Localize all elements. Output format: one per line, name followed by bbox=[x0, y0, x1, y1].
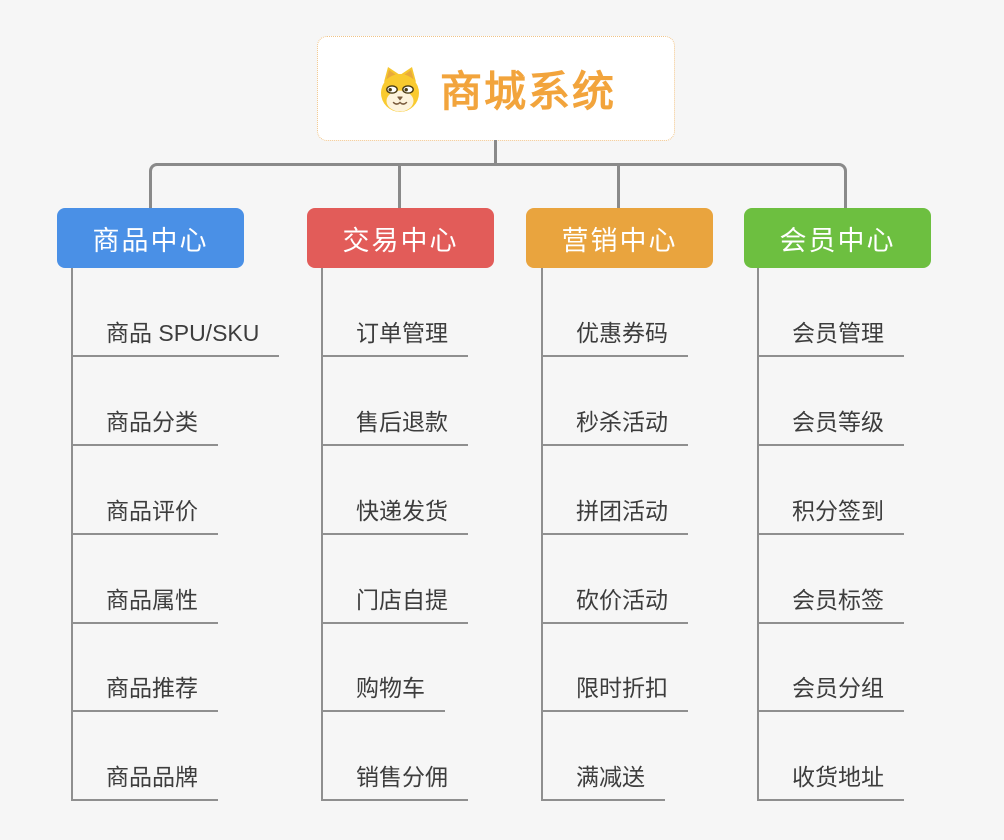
connector-root-stub bbox=[494, 140, 497, 166]
leaf-node[interactable]: 限时折扣 bbox=[543, 674, 688, 712]
branch-node-product-center[interactable]: 商品中心 bbox=[57, 208, 244, 268]
dog-icon bbox=[380, 66, 419, 112]
leaf-node[interactable]: 满减送 bbox=[543, 763, 665, 801]
leaf-node[interactable]: 商品评价 bbox=[73, 497, 218, 535]
leaf-node[interactable]: 商品分类 bbox=[73, 408, 218, 446]
leaf-node[interactable]: 会员等级 bbox=[759, 408, 904, 446]
leaf-node[interactable]: 门店自提 bbox=[323, 586, 468, 624]
leaf-node[interactable]: 砍价活动 bbox=[543, 586, 688, 624]
branch-node-trade-center[interactable]: 交易中心 bbox=[307, 208, 494, 268]
leaf-node[interactable]: 订单管理 bbox=[323, 319, 468, 357]
branch-node-label: 交易中心 bbox=[342, 225, 459, 256]
leaf-node[interactable]: 商品 SPU/SKU bbox=[73, 319, 280, 357]
branch-node-label: 营销中心 bbox=[561, 225, 678, 256]
branch-node-member-center[interactable]: 会员中心 bbox=[744, 208, 931, 268]
branch-column-marketing: 优惠券码 秒杀活动 拼团活动 砍价活动 限时折扣 满减送 bbox=[541, 268, 801, 801]
root-node-mall-system[interactable]: 商城系统 bbox=[317, 36, 675, 141]
branch-column-member: 会员管理 会员等级 积分签到 会员标签 会员分组 收货地址 bbox=[757, 268, 1004, 801]
leaf-node[interactable]: 会员分组 bbox=[759, 674, 904, 712]
root-node-title: 商城系统 bbox=[439, 68, 616, 115]
leaf-node[interactable]: 商品品牌 bbox=[73, 763, 218, 801]
leaf-node[interactable]: 秒杀活动 bbox=[543, 408, 688, 446]
leaf-node[interactable]: 商品推荐 bbox=[73, 674, 218, 712]
leaf-node[interactable]: 会员标签 bbox=[759, 586, 904, 624]
branch-node-marketing-center[interactable]: 营销中心 bbox=[526, 208, 713, 268]
branch-column-product: 商品 SPU/SKU 商品分类 商品评价 商品属性 商品推荐 商品品牌 bbox=[71, 268, 331, 801]
branch-node-label: 商品中心 bbox=[92, 225, 209, 256]
leaf-node[interactable]: 优惠券码 bbox=[543, 319, 688, 357]
leaf-node[interactable]: 会员管理 bbox=[759, 319, 904, 357]
branch-column-trade: 订单管理 售后退款 快递发货 门店自提 购物车 销售分佣 bbox=[321, 268, 581, 801]
connector-elbow-left bbox=[149, 163, 163, 208]
leaf-node[interactable]: 收货地址 bbox=[759, 763, 904, 801]
leaf-node[interactable]: 销售分佣 bbox=[323, 763, 468, 801]
leaf-node[interactable]: 购物车 bbox=[323, 674, 445, 712]
leaf-node[interactable]: 积分签到 bbox=[759, 497, 904, 535]
connector-horizontal-bar bbox=[156, 163, 839, 166]
leaf-node[interactable]: 快递发货 bbox=[323, 497, 468, 535]
branch-node-label: 会员中心 bbox=[779, 225, 896, 256]
leaf-node[interactable]: 商品属性 bbox=[73, 586, 218, 624]
connector-drop-trade bbox=[398, 163, 401, 208]
connector-elbow-right bbox=[833, 163, 847, 208]
leaf-node[interactable]: 售后退款 bbox=[323, 408, 468, 446]
connector-drop-marketing bbox=[617, 163, 620, 208]
leaf-node[interactable]: 拼团活动 bbox=[543, 497, 688, 535]
